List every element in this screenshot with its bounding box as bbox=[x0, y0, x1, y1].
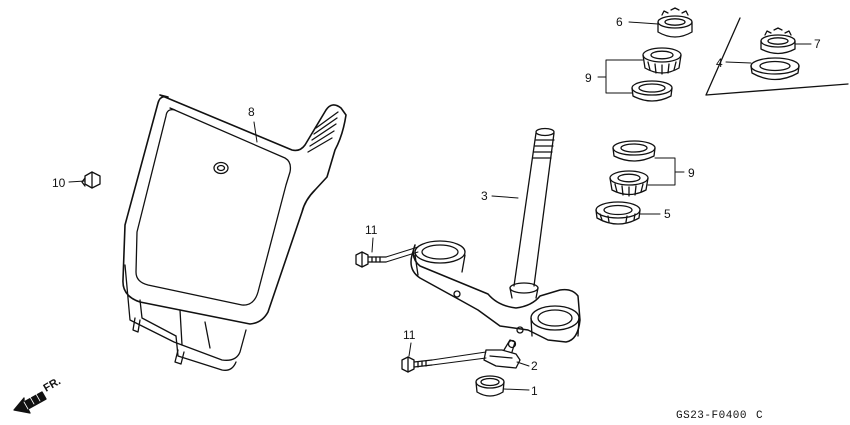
callout-6: 6 bbox=[616, 15, 623, 29]
leader-lines bbox=[68, 21, 812, 391]
front-label: FR. bbox=[42, 375, 63, 394]
cable-guide bbox=[483, 339, 521, 369]
grommet bbox=[475, 375, 505, 397]
bolt-11-lower bbox=[401, 356, 433, 373]
locknut bbox=[657, 7, 693, 38]
callout-3: 3 bbox=[481, 189, 488, 203]
callout-5: 5 bbox=[664, 207, 671, 221]
callout-2: 2 bbox=[531, 359, 538, 373]
bearing-upper bbox=[631, 47, 682, 102]
figure-code-mark: C bbox=[756, 410, 763, 422]
lower-dust-seal bbox=[595, 201, 641, 225]
callout-4: 4 bbox=[716, 56, 723, 70]
figure-code: GS23-F0400 bbox=[676, 410, 747, 422]
divider-line bbox=[705, 17, 849, 96]
callout-1: 1 bbox=[531, 384, 538, 398]
callout-9-lower: 9 bbox=[688, 166, 695, 180]
dust-seal bbox=[750, 57, 800, 81]
callout-10: 10 bbox=[52, 176, 66, 190]
bolt-11-upper bbox=[355, 251, 387, 268]
steering-stem bbox=[410, 127, 581, 349]
adjusting-nut bbox=[760, 27, 796, 55]
callout-11-lower: 11 bbox=[403, 328, 416, 342]
front-arrow-icon bbox=[13, 391, 47, 414]
callout-7: 7 bbox=[814, 37, 821, 51]
callout-8: 8 bbox=[248, 105, 255, 119]
bolt-10 bbox=[81, 171, 101, 189]
callout-9-upper: 9 bbox=[585, 71, 592, 85]
bearing-lower bbox=[609, 140, 656, 197]
number-plate bbox=[122, 94, 347, 371]
callout-11-upper: 11 bbox=[365, 223, 378, 237]
